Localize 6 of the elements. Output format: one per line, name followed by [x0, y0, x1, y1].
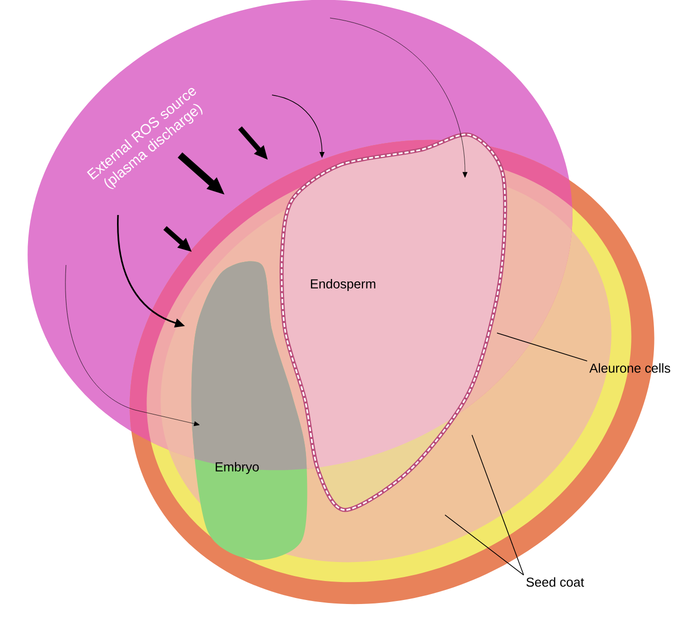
region-label: Embryo [216, 462, 259, 474]
region-label: Endosperm [310, 278, 376, 292]
leader-line [444, 514, 524, 576]
leader-line [496, 332, 588, 362]
leader-line [472, 434, 524, 576]
part-label: Seed coat [526, 577, 584, 587]
